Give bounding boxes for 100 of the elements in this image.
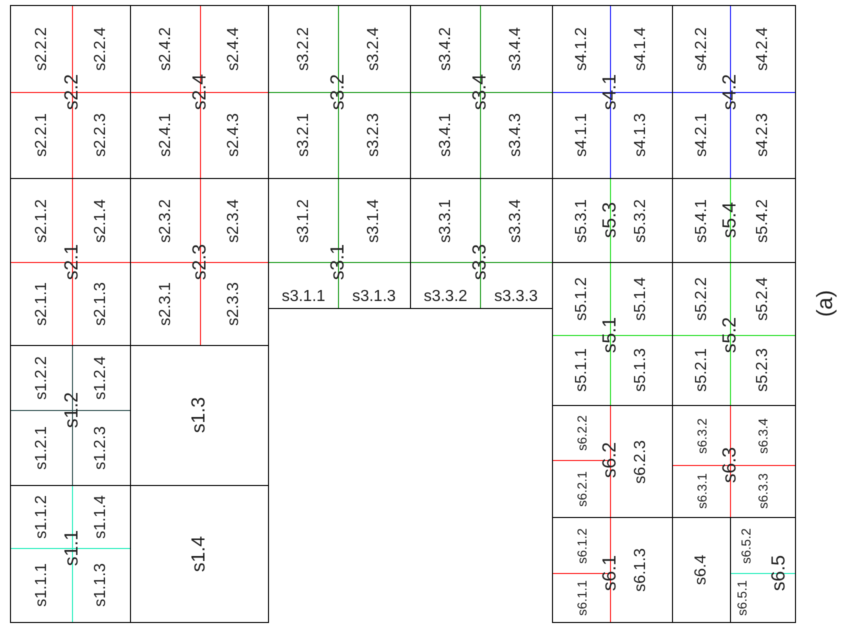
region-label: s3.2 xyxy=(328,74,348,110)
partition-label: s3.2.4 xyxy=(366,27,382,71)
partition-label: s1.1.2 xyxy=(34,495,50,539)
region-outline xyxy=(130,178,269,346)
partition-label: s2.3.3 xyxy=(226,282,242,326)
region-label: s1.1 xyxy=(62,530,82,566)
partition-label: s2.4.4 xyxy=(226,27,242,71)
partition-label: s6.3.1 xyxy=(695,473,708,509)
partition-label: s6.1.3 xyxy=(633,548,649,592)
partition-label: s5.1.3 xyxy=(633,348,649,392)
partition-label: s1.2.2 xyxy=(34,356,50,400)
partition-label: s3.2.2 xyxy=(296,27,312,71)
partition-label: s2.4.1 xyxy=(158,113,174,157)
region-label: s5.3 xyxy=(600,202,620,238)
partition-label: s4.2.4 xyxy=(754,27,770,71)
partition-label: s2.1.1 xyxy=(34,282,50,326)
partition-label: s2.2.1 xyxy=(34,113,50,157)
region-outline xyxy=(10,5,131,179)
partition-label: s4.1.1 xyxy=(574,113,590,157)
region-outline xyxy=(410,5,553,179)
partition-box: s1.4 xyxy=(130,485,269,623)
region-label: s4.1 xyxy=(600,74,620,110)
partition-label: s1.1.4 xyxy=(93,495,109,539)
partition-label: s1.1.3 xyxy=(93,563,109,607)
partition-label: s3.1.3 xyxy=(352,289,396,305)
partition-label: s4.1.2 xyxy=(574,27,590,71)
partition-label: s3.2.3 xyxy=(366,113,382,157)
region-outline xyxy=(552,262,673,406)
partition-label: s6.5.1 xyxy=(736,580,748,616)
partition-label: s5.1.2 xyxy=(574,277,590,321)
region-outline xyxy=(268,178,411,309)
partition-label: s4.2.3 xyxy=(754,113,770,157)
partition-label: s2.1.2 xyxy=(34,198,50,242)
partition-label: s6.1.1 xyxy=(575,580,588,616)
partition-label: s2.3.4 xyxy=(226,198,242,242)
region-outline xyxy=(672,262,796,406)
region-label: s6.3 xyxy=(720,447,740,483)
partition-label: s2.4.3 xyxy=(226,113,242,157)
partition-label: s2.1.4 xyxy=(93,198,109,242)
partition-label: s5.4.2 xyxy=(754,198,770,242)
region-label: s2.3 xyxy=(190,244,210,280)
partition-label: s3.4.4 xyxy=(508,27,524,71)
region-outline xyxy=(268,5,411,179)
partition-label: s5.2.1 xyxy=(694,348,710,392)
partition-label: s2.3.1 xyxy=(158,282,174,326)
partition-label: s3.4.3 xyxy=(508,113,524,157)
partition-label: s3.1.4 xyxy=(366,198,382,242)
partition-label: s5.2.4 xyxy=(754,277,770,321)
partition-label: s3.3.4 xyxy=(508,198,524,242)
partition-label: s2.2.2 xyxy=(34,27,50,71)
region-outline xyxy=(552,5,673,179)
region-outline xyxy=(672,5,796,179)
partition-label: s2.2.3 xyxy=(93,113,109,157)
partition-label: s6.3.4 xyxy=(756,418,769,454)
region-label: s2.4 xyxy=(190,74,210,110)
partition-label: s5.4.1 xyxy=(694,198,710,242)
partition-label: s4.1.3 xyxy=(633,113,649,157)
partition-label: s4.2.2 xyxy=(694,27,710,71)
region-label: s5.4 xyxy=(720,202,740,238)
partition-label: s5.3.2 xyxy=(633,198,649,242)
partition-label: s1.2.4 xyxy=(93,356,109,400)
region-label: s6.5 xyxy=(770,555,788,591)
partition-label: s5.2.2 xyxy=(694,277,710,321)
partition-label: s3.3.1 xyxy=(438,198,454,242)
region-label: s5.2 xyxy=(720,317,740,353)
partition-label: s2.4.2 xyxy=(158,27,174,71)
partition-label: s6.5.2 xyxy=(740,528,752,564)
partition-label: s2.1.3 xyxy=(93,282,109,326)
partition-label: s3.1.1 xyxy=(282,289,326,305)
partition-label: s5.1.4 xyxy=(633,277,649,321)
region-label: s3.3 xyxy=(470,244,490,280)
region-label: s5.1 xyxy=(600,317,620,353)
partition-label: s3.3.3 xyxy=(494,289,538,305)
region-outline xyxy=(10,485,131,623)
partition-label: s5.3.1 xyxy=(574,198,590,242)
partition-label: s3.1.2 xyxy=(296,198,312,242)
region-outline xyxy=(730,517,796,623)
region-label: s4.2 xyxy=(720,74,740,110)
partition-label: s1.2.3 xyxy=(93,426,109,470)
partition-label: s6.3.2 xyxy=(695,418,708,454)
partition-label: s6.2.1 xyxy=(575,470,588,506)
region-label: s2.2 xyxy=(62,74,82,110)
partition-label: s3.2.1 xyxy=(296,113,312,157)
partition-label: s4.1.4 xyxy=(633,27,649,71)
region-label: s1.2 xyxy=(62,392,82,428)
region-label: s3.4 xyxy=(470,74,490,110)
region-label: s3.1 xyxy=(328,244,348,280)
partition-label: s2.3.2 xyxy=(158,198,174,242)
partition-label: s6.2.3 xyxy=(633,440,649,484)
partition-label: s6.2.2 xyxy=(575,415,588,451)
partition-label: s5.1.1 xyxy=(574,348,590,392)
region-label: s6.2 xyxy=(600,442,620,478)
partition-label: s3.4.2 xyxy=(438,27,454,71)
region-outline xyxy=(10,178,131,346)
partition-label: s6.3.3 xyxy=(756,473,769,509)
region-outline xyxy=(410,178,553,309)
partition-label: s3.4.1 xyxy=(438,113,454,157)
region-outline xyxy=(130,5,269,179)
partition-label: s2.2.4 xyxy=(93,27,109,71)
partition-label: s4.2.1 xyxy=(694,113,710,157)
